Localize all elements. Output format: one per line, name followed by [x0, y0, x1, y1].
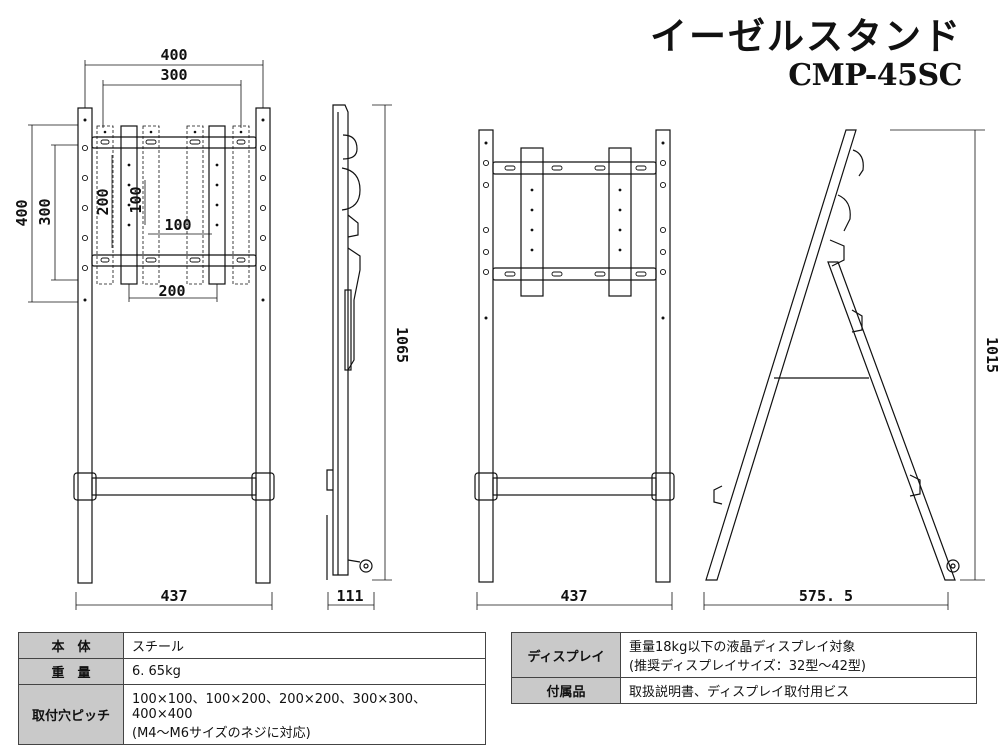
spec-value-note: (M4〜M6サイズのネジに対応) [132, 726, 311, 741]
spec-table-right: ディスプレイ 重量18kg以下の液晶ディスプレイ対象 (推奨ディスプレイサイズ：… [511, 632, 977, 704]
front-view [28, 60, 275, 610]
product-title: イーゼルスタンド CMP-45SC [650, 14, 963, 93]
technical-drawing: 400 300 400 300 200 100 100 200 437 111 … [13, 46, 1000, 610]
spec-row-display: ディスプレイ 重量18kg以下の液晶ディスプレイ対象 (推奨ディスプレイサイズ：… [511, 632, 977, 678]
easel-side-view [703, 129, 985, 610]
spec-value-cell: 重量18kg以下の液晶ディスプレイ対象 (推奨ディスプレイサイズ：32型〜42型… [620, 632, 977, 678]
dim-side-height: 1065 [393, 327, 411, 363]
side-view [326, 104, 392, 610]
spec-label: 取付穴ピッチ [18, 684, 124, 745]
spec-row-weight: 重 量 6. 65kg [18, 658, 486, 685]
dim-front-width-200: 200 [158, 282, 185, 300]
dim-front-height-300: 300 [36, 198, 54, 225]
dim-easel-depth: 575. 5 [799, 587, 853, 605]
dim-back-total-width: 437 [560, 587, 587, 605]
product-name: イーゼルスタンド [650, 14, 962, 58]
dim-front-height-400: 400 [13, 199, 31, 226]
spec-value: 重量18kg以下の液晶ディスプレイ対象 [629, 640, 856, 655]
spec-label: 重 量 [18, 658, 124, 685]
spec-row-pitch: 取付穴ピッチ 100×100、100×200、200×200、300×300、4… [18, 684, 486, 745]
spec-value: 100×100、100×200、200×200、300×300、400×400 [132, 692, 427, 722]
dim-front-width-400: 400 [160, 46, 187, 64]
dim-front-height-100: 100 [127, 186, 145, 213]
spec-table-left: 本 体 スチール 重 量 6. 65kg 取付穴ピッチ 100×100、100×… [18, 632, 486, 745]
spec-label: 付属品 [511, 677, 621, 704]
back-view [474, 129, 675, 610]
spec-value-note: (推奨ディスプレイサイズ：32型〜42型) [629, 659, 866, 674]
spec-value: スチール [123, 632, 486, 659]
dim-front-height-200: 200 [94, 188, 112, 215]
spec-value: 6. 65kg [123, 658, 486, 685]
spec-row-accessories: 付属品 取扱説明書、ディスプレイ取付用ビス [511, 677, 977, 704]
spec-label: 本 体 [18, 632, 124, 659]
spec-value-cell: 100×100、100×200、200×200、300×300、400×400 … [123, 684, 486, 745]
spec-value: 取扱説明書、ディスプレイ取付用ビス [620, 677, 977, 704]
dim-front-width-300: 300 [160, 66, 187, 84]
spec-label: ディスプレイ [511, 632, 621, 678]
dim-side-depth: 111 [336, 587, 363, 605]
dim-front-width-100: 100 [164, 216, 191, 234]
model-number: CMP-45SC [788, 58, 962, 93]
dim-easel-height: 1015 [983, 337, 1000, 373]
spec-row-body: 本 体 スチール [18, 632, 486, 659]
dim-front-total-width: 437 [160, 587, 187, 605]
